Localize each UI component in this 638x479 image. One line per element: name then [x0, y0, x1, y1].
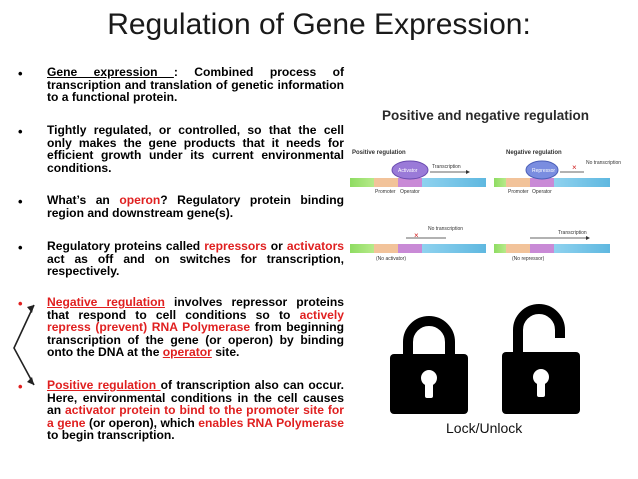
bracket-arrows	[13, 304, 35, 386]
bullet-text: Positive regulation of transcription als…	[47, 378, 344, 443]
term-operon: operon	[119, 193, 161, 207]
lock-closed-icon	[390, 316, 468, 414]
svg-text:Repressor: Repressor	[532, 168, 555, 174]
svg-text:Promoter: Promoter	[375, 189, 396, 195]
svg-text:(No repressor): (No repressor)	[512, 256, 545, 262]
panel-negative-no-repressor: Transcription (No repressor)	[494, 230, 610, 262]
negative-regulation-label: Negative regulation	[506, 150, 562, 156]
svg-text:Activator: Activator	[398, 168, 418, 174]
term-activators: activators	[286, 239, 344, 253]
lock-caption: Lock/Unlock	[446, 420, 523, 436]
bullet-dot: •	[18, 379, 23, 394]
panel-positive-no-activator: × No transcription (No activator)	[350, 226, 486, 262]
panel-negative-repressor: Repressor × No transcription Promoter Op…	[494, 160, 621, 195]
lock-open-icon	[502, 304, 580, 414]
slide-title: Regulation of Gene Expression:	[107, 8, 531, 41]
regulation-figure: Positive and negative regulation Positiv…	[346, 104, 634, 276]
svg-text:Transcription: Transcription	[558, 230, 587, 236]
bullet-dot: •	[18, 124, 23, 139]
term-repressors: repressors	[204, 239, 267, 253]
svg-text:×: ×	[414, 231, 419, 240]
svg-text:Operator: Operator	[532, 189, 552, 195]
bullet-text: What’s an operon? Regulatory protein bin…	[47, 193, 344, 220]
svg-text:No transcription: No transcription	[586, 160, 621, 166]
bullet-dot: •	[18, 194, 23, 209]
bullet-dot: •	[18, 240, 23, 255]
bullet-text: Regulatory proteins called repressors or…	[47, 239, 344, 279]
svg-text:No transcription: No transcription	[428, 226, 463, 232]
term-positive-regulation: Positive regulation	[47, 378, 161, 392]
svg-text:(No activator): (No activator)	[376, 256, 406, 262]
svg-text:Promoter: Promoter	[508, 189, 529, 195]
term-operator: operator	[162, 345, 212, 360]
bullet-text: Gene expression : Combined process of tr…	[47, 65, 345, 105]
svg-text:Transcription: Transcription	[432, 164, 461, 170]
bullet-text: Negative regulation involves repressor p…	[47, 295, 345, 360]
term-negative-regulation: Negative regulation	[47, 295, 165, 309]
bullet-dot: •	[18, 296, 23, 311]
panel-positive-activator: Transcription Activator Promoter Operato…	[350, 160, 486, 195]
figure-title: Positive and negative regulation	[382, 108, 590, 123]
bullet-dot: •	[18, 66, 23, 81]
term-gene-expression: Gene expression	[47, 65, 174, 79]
svg-text:Operator: Operator	[400, 189, 420, 195]
bullet-text: Tightly regulated, or controlled, so tha…	[47, 123, 344, 175]
positive-regulation-label: Positive regulation	[352, 150, 406, 156]
svg-text:×: ×	[572, 163, 577, 172]
regulation-diagram: Transcription Activator Promoter Operato…	[350, 160, 621, 262]
